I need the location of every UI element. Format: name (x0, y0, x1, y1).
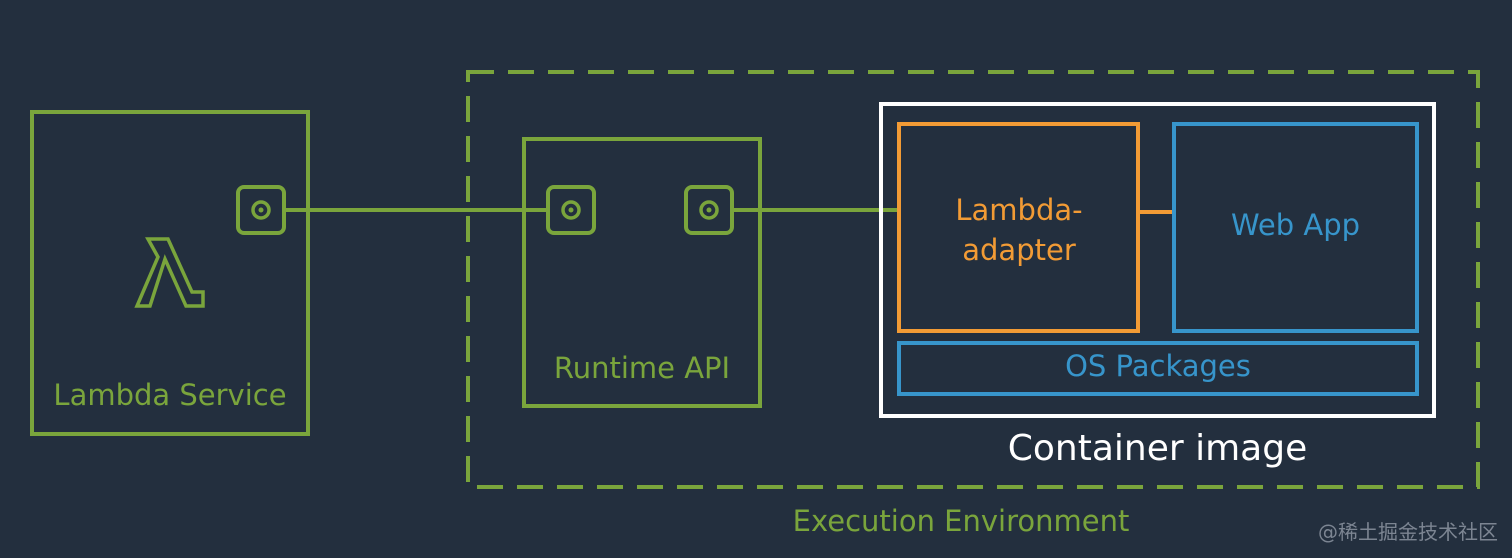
runtime-api-box (522, 137, 762, 408)
web-app-box (1172, 122, 1419, 333)
os-packages-box (897, 341, 1419, 396)
lambda-service-box (30, 110, 310, 436)
lambda-service-port (236, 185, 286, 235)
execution-environment-boundary (466, 70, 1480, 489)
runtime-api-input-port (546, 185, 596, 235)
runtime-api-label: Runtime API (553, 351, 731, 385)
container-image-label: Container image (1007, 428, 1308, 469)
lambda-icon (134, 237, 205, 308)
watermark-text: @稀土掘金技术社区 (1318, 520, 1498, 544)
os-packages-label: OS Packages (1065, 349, 1251, 383)
container-image-box (879, 102, 1436, 418)
runtime-api-output-port (684, 185, 734, 235)
web-app-label: Web App (1230, 208, 1361, 242)
lambda-service-label: Lambda Service (53, 378, 287, 412)
lambda-adapter-label: Lambda-adapter (955, 193, 1083, 267)
lambda-adapter-box (897, 122, 1140, 333)
execution-environment-label: Execution Environment (792, 504, 1130, 538)
